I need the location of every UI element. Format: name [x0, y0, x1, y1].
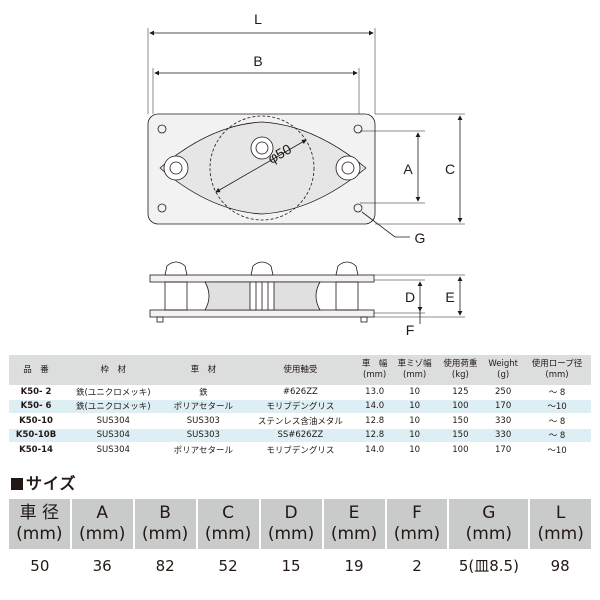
spec-cell: 10: [391, 442, 438, 458]
product-code-cell: K50-14: [9, 442, 64, 458]
spec-cell: ～ 8: [523, 428, 591, 443]
spec-cell: 170: [483, 442, 524, 458]
product-code-cell: K50-10: [9, 413, 64, 429]
size-table-header: 車 径(mm)A(mm)B(mm)C(mm)D(mm)E(mm)F(mm)G(m…: [9, 499, 591, 549]
spec-cell: モリブデングリス: [243, 399, 358, 414]
wheel-outline: [209, 115, 315, 221]
spec-cell: SUS303: [163, 428, 244, 443]
size-table: 車 径(mm)A(mm)B(mm)C(mm)D(mm)E(mm)F(mm)G(m…: [9, 499, 591, 577]
spec-header-cell: 車ミゾ幅(mm): [391, 355, 438, 385]
size-value-cell: 98: [550, 556, 570, 575]
spec-cell: SS#626ZZ: [243, 428, 358, 443]
size-value-cell: 5(皿8.5): [458, 557, 519, 575]
size-value-cell: 36: [92, 556, 112, 575]
size-header-cell: A(mm): [69, 499, 134, 549]
size-value-cell: 50: [30, 556, 50, 575]
size-value-cell: 2: [412, 556, 422, 575]
spec-header-cell: 使用ロープ径(mm): [523, 355, 591, 385]
spec-cell: #626ZZ: [243, 385, 358, 400]
spec-cell: 鉄(ユニクロメッキ): [63, 399, 164, 414]
size-header-cell: C(mm): [195, 499, 260, 549]
size-value-cell: 15: [281, 556, 301, 575]
spec-cell: 14.0: [357, 442, 392, 458]
spec-cell: 10: [391, 385, 438, 400]
square-bullet-icon: [11, 478, 23, 490]
spec-cell: SUS304: [63, 428, 164, 443]
spec-cell: 150: [437, 413, 484, 429]
spec-cell: ～ 8: [523, 385, 591, 400]
spec-cell: SUS304: [63, 413, 164, 429]
size-header-cell: B(mm): [132, 499, 197, 549]
dim-label-l: L: [254, 11, 262, 27]
spec-cell: 10: [391, 428, 438, 443]
size-title-text: サイズ: [26, 474, 77, 493]
spec-cell: ～10: [523, 399, 591, 414]
spec-cell: 330: [483, 413, 524, 429]
spec-cell: 100: [437, 399, 484, 414]
spec-cell: モリブデングリス: [243, 442, 358, 458]
spec-cell: 250: [483, 385, 524, 400]
size-value-cell: 82: [155, 556, 175, 575]
pulley-technical-drawing: L B A C G D E F φ50: [147, 11, 465, 338]
spec-cell: 100: [437, 442, 484, 458]
spec-cell: 10: [391, 399, 438, 414]
spec-cell: 鉄(ユニクロメッキ): [63, 385, 164, 400]
spec-cell: 330: [483, 428, 524, 443]
size-header-cell: F(mm): [384, 499, 449, 549]
spec-cell: 125: [437, 385, 484, 400]
spec-cell: ～10: [523, 442, 591, 458]
dim-label-d: D: [405, 289, 415, 305]
dim-label-f: F: [406, 322, 415, 338]
spec-cell: 12.8: [357, 413, 392, 429]
side-view-top-plate: [149, 274, 375, 283]
spec-cell: SUS303: [163, 413, 244, 429]
size-header-cell: 車 径(mm): [9, 499, 71, 549]
spec-header-cell: 使用軸受: [243, 355, 358, 385]
dim-label-e: E: [445, 289, 454, 305]
spec-cell: 12.8: [357, 428, 392, 443]
spec-header-cell: 品 番: [9, 355, 64, 385]
spec-table: 品 番枠 材車 材使用軸受車 幅(mm)車ミゾ幅(mm)使用荷重(kg)Weig…: [9, 355, 591, 458]
size-section-title: サイズ: [11, 470, 77, 494]
spec-header-cell: Weight(g): [483, 355, 524, 385]
spec-table-header: 品 番枠 材車 材使用軸受車 幅(mm)車ミゾ幅(mm)使用荷重(kg)Weig…: [9, 355, 591, 385]
product-code-cell: K50- 6: [9, 399, 64, 414]
spec-header-cell: 枠 材: [63, 355, 164, 385]
size-table-values: 50 36 82 52 15 19 2 5(皿8.5) 98: [9, 549, 591, 577]
size-header-cell: E(mm): [321, 499, 386, 549]
size-header-cell: L(mm): [528, 499, 591, 549]
spec-cell: 鉄: [163, 385, 244, 400]
dim-label-b: B: [253, 53, 262, 69]
size-value-cell: 19: [344, 556, 364, 575]
product-code-cell: K50- 2: [9, 385, 64, 400]
spec-cell: ～ 8: [523, 413, 591, 429]
spec-cell: 10: [391, 413, 438, 429]
size-header-cell: G(mm): [447, 499, 530, 549]
spec-cell: ポリアセタール: [163, 399, 244, 414]
spec-cell: 150: [437, 428, 484, 443]
spec-header-cell: 車 幅(mm): [357, 355, 392, 385]
spec-cell: 170: [483, 399, 524, 414]
dim-label-c: C: [445, 161, 455, 177]
dim-label-g: G: [415, 230, 426, 246]
spec-cell: ポリアセタール: [163, 442, 244, 458]
spec-header-cell: 使用荷重(kg): [437, 355, 484, 385]
size-header-cell: D(mm): [258, 499, 323, 549]
dim-label-a: A: [403, 161, 413, 177]
spec-cell: SUS304: [63, 442, 164, 458]
side-view-bottom-plate: [149, 309, 375, 318]
spec-cell: ステンレス含油メタル: [243, 413, 358, 429]
size-value-cell: 52: [218, 556, 238, 575]
product-code-cell: K50-10B: [9, 428, 64, 443]
spec-cell: 14.0: [357, 399, 392, 414]
spec-cell: 13.0: [357, 385, 392, 400]
spec-header-cell: 車 材: [163, 355, 244, 385]
